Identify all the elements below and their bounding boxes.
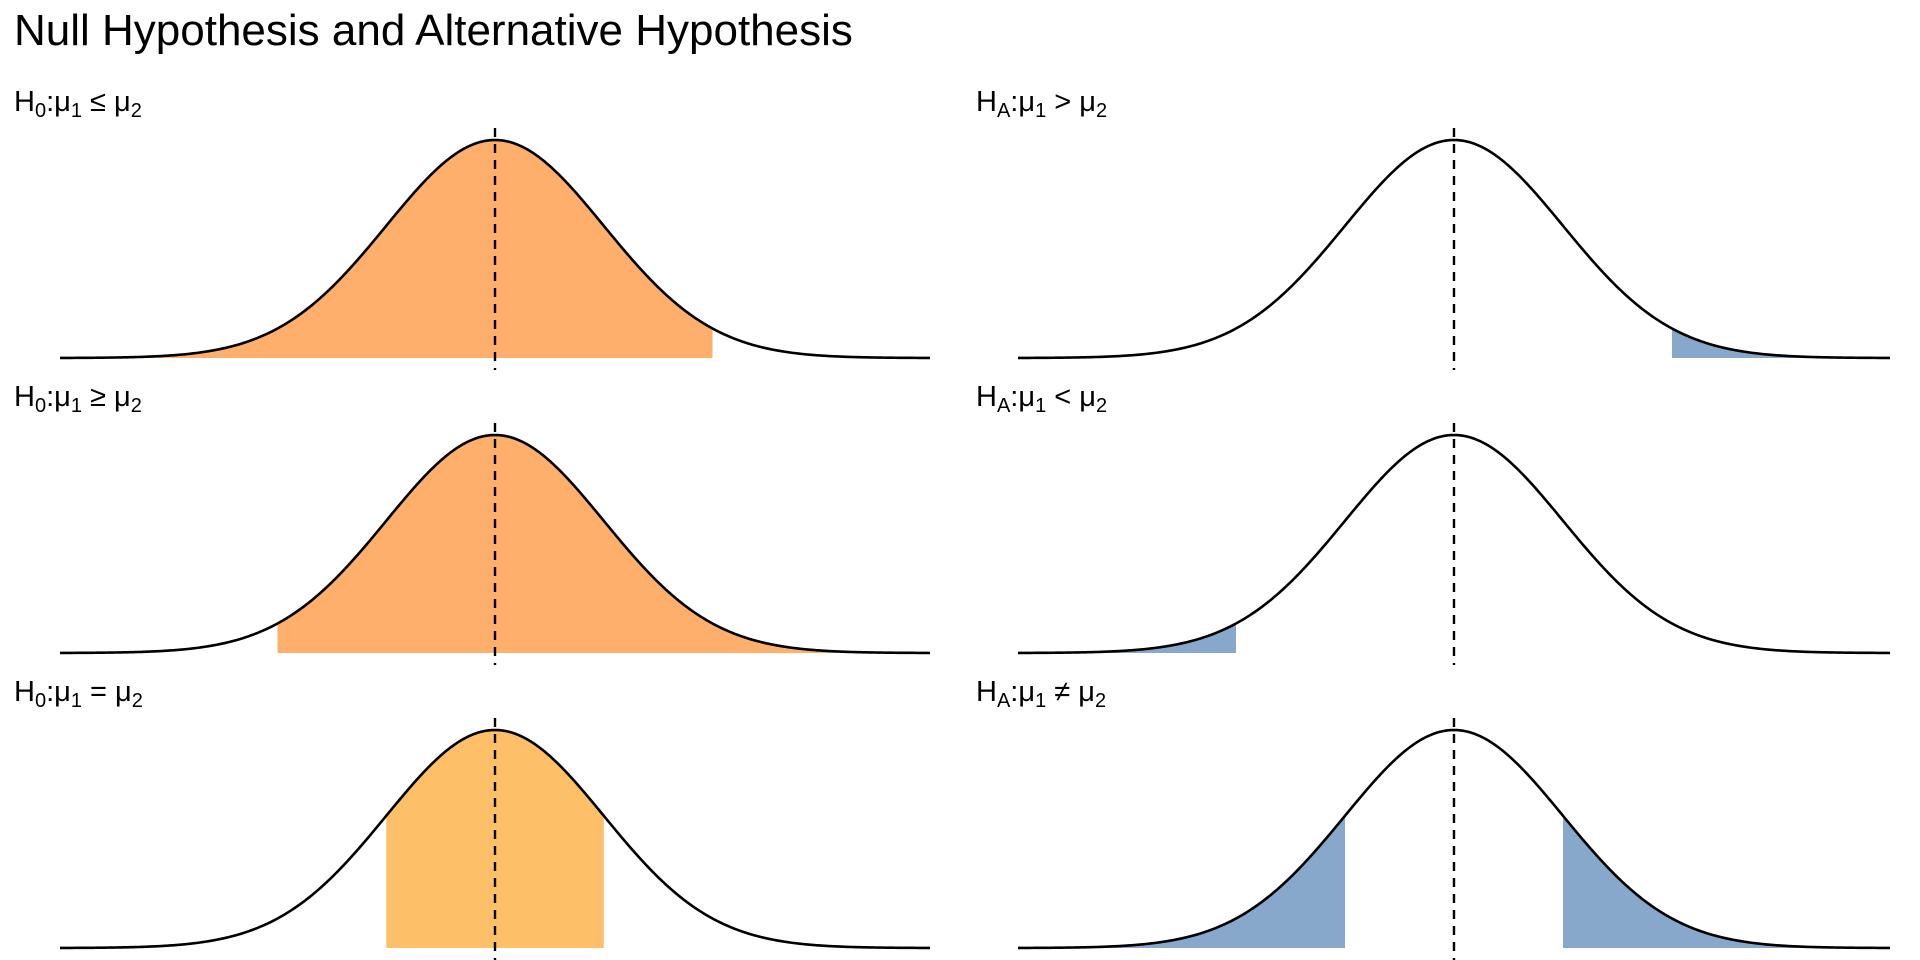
label-text: = μ: [81, 676, 132, 708]
shaded-region: [1018, 623, 1236, 653]
panel-left-3: [59, 718, 931, 960]
label-subscript: 1: [70, 395, 82, 417]
label-subscript: 2: [131, 690, 143, 712]
label-subscript: 2: [1095, 395, 1108, 417]
panel-label-left-1: H0:μ1 ≤ μ2: [14, 86, 142, 123]
label-subscript: A: [996, 395, 1011, 417]
label-subscript: 0: [34, 100, 47, 122]
shaded-region: [60, 140, 713, 358]
shaded-region: [277, 435, 930, 653]
panel-label-right-3: HA:μ1 ≠ μ2: [976, 676, 1106, 713]
panel-left-2: [59, 423, 931, 665]
panel-label-left-3: H0:μ1 = μ2: [14, 676, 143, 713]
panel-label-left-2: H0:μ1 ≥ μ2: [14, 381, 142, 418]
label-subscript: 0: [34, 395, 47, 417]
label-subscript: 1: [70, 690, 82, 712]
shaded-region: [1563, 815, 1890, 948]
density-curve: [1017, 138, 1891, 360]
label-subscript: 2: [1095, 100, 1108, 122]
label-text: H: [14, 676, 35, 708]
label-subscript: 1: [70, 100, 82, 122]
density-curve: [59, 433, 931, 655]
density-curve: [1017, 728, 1891, 950]
label-subscript: 1: [1035, 100, 1047, 122]
label-text: ≠ μ: [1046, 676, 1095, 708]
label-text: < μ: [1046, 381, 1096, 413]
label-text: > μ: [1046, 86, 1096, 118]
label-text: H: [976, 676, 997, 708]
shaded-region: [1018, 815, 1345, 948]
label-subscript: 2: [130, 100, 142, 122]
label-text: H: [14, 86, 35, 118]
label-text: :μ: [1010, 86, 1036, 118]
label-text: :μ: [1010, 381, 1036, 413]
label-subscript: 1: [1035, 395, 1047, 417]
label-text: :μ: [46, 381, 71, 413]
panel-right-1: [1017, 128, 1891, 370]
label-text: :μ: [1010, 676, 1036, 708]
panel-right-3: [1017, 718, 1891, 960]
label-subscript: 0: [34, 690, 47, 712]
density-curve: [59, 138, 931, 360]
label-text: ≥ μ: [81, 381, 131, 413]
chart-title: Null Hypothesis and Alternative Hypothes…: [14, 6, 853, 55]
label-text: H: [14, 381, 35, 413]
label-text: ≤ μ: [81, 86, 131, 118]
label-subscript: A: [996, 100, 1011, 122]
label-text: :μ: [46, 86, 71, 118]
panel-label-right-2: HA:μ1 < μ2: [976, 381, 1107, 418]
density-curve: [59, 728, 931, 950]
label-subscript: 1: [1035, 690, 1047, 712]
panel-right-2: [1017, 423, 1891, 665]
label-text: H: [976, 86, 997, 118]
shaded-region: [1672, 328, 1890, 358]
label-subscript: A: [996, 690, 1011, 712]
label-text: H: [976, 381, 997, 413]
label-subscript: 2: [130, 395, 142, 417]
density-curve: [1017, 433, 1891, 655]
panel-label-right-1: HA:μ1 > μ2: [976, 86, 1107, 123]
label-subscript: 2: [1094, 690, 1107, 712]
label-text: :μ: [46, 676, 71, 708]
panel-left-1: [59, 128, 931, 370]
